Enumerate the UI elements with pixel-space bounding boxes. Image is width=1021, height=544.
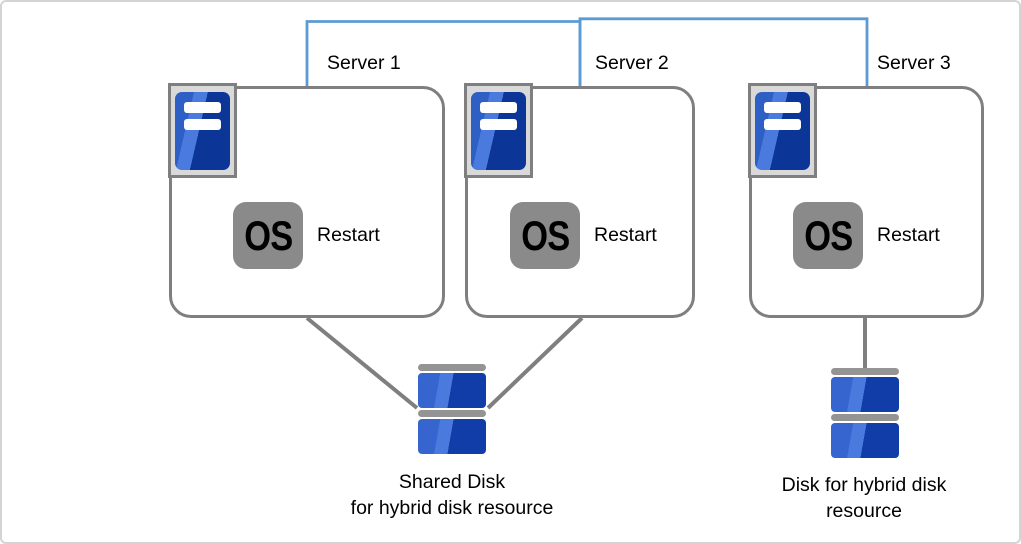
tower-slot-bar	[764, 101, 801, 113]
shared-disk-label-line2: for hybrid disk resource	[350, 497, 554, 519]
server2-box	[465, 86, 695, 318]
disk-link-server1	[305, 316, 419, 410]
os-icon: OS	[793, 202, 863, 269]
disk-cap	[418, 364, 486, 371]
disk-cap	[831, 368, 899, 375]
server-tower-icon	[464, 83, 533, 178]
disk-link-server2	[486, 316, 584, 410]
tower-slot-bar	[764, 118, 801, 130]
hybrid-disk-icon	[831, 368, 899, 460]
server1-restart-label: Restart	[317, 224, 380, 246]
server-tower-icon	[168, 83, 237, 178]
network-link-server2-server3	[578, 17, 869, 86]
tower-slot-bar	[184, 101, 221, 113]
server3-restart-label: Restart	[877, 224, 940, 246]
disk-platter	[831, 377, 899, 412]
disk-platter	[418, 419, 486, 454]
server-tower-glyph	[175, 91, 230, 170]
os-icon: OS	[510, 202, 580, 269]
server2-restart-label: Restart	[594, 224, 657, 246]
disk-cap	[418, 410, 486, 417]
tower-slot-bar	[480, 118, 517, 130]
disk-platter	[418, 373, 486, 408]
os-icon: OS	[233, 202, 303, 269]
shared-disk-label-line1: Shared Disk	[398, 471, 506, 493]
server-tower-glyph	[755, 91, 810, 170]
os-badge-text: OS	[243, 211, 293, 259]
tower-slot-bar	[184, 118, 221, 130]
shared-disk-icon	[418, 364, 486, 456]
server3-label: Server 3	[877, 52, 951, 74]
hybrid-disk-label-line2: resource	[826, 500, 902, 522]
hybrid-disk-label: Disk for hybrid disk resource	[724, 472, 1004, 524]
hybrid-disk-label-line1: Disk for hybrid disk	[781, 474, 947, 496]
server-tower-icon	[748, 83, 817, 178]
tower-slot-bar	[480, 101, 517, 113]
disk-platter	[831, 423, 899, 458]
server2-label: Server 2	[595, 52, 669, 74]
server-tower-glyph	[471, 91, 526, 170]
os-badge-text: OS	[520, 211, 570, 259]
disk-cap	[831, 414, 899, 421]
shared-disk-label: Shared Disk for hybrid disk resource	[312, 469, 592, 521]
os-badge-text: OS	[803, 211, 853, 259]
server1-label: Server 1	[327, 52, 401, 74]
